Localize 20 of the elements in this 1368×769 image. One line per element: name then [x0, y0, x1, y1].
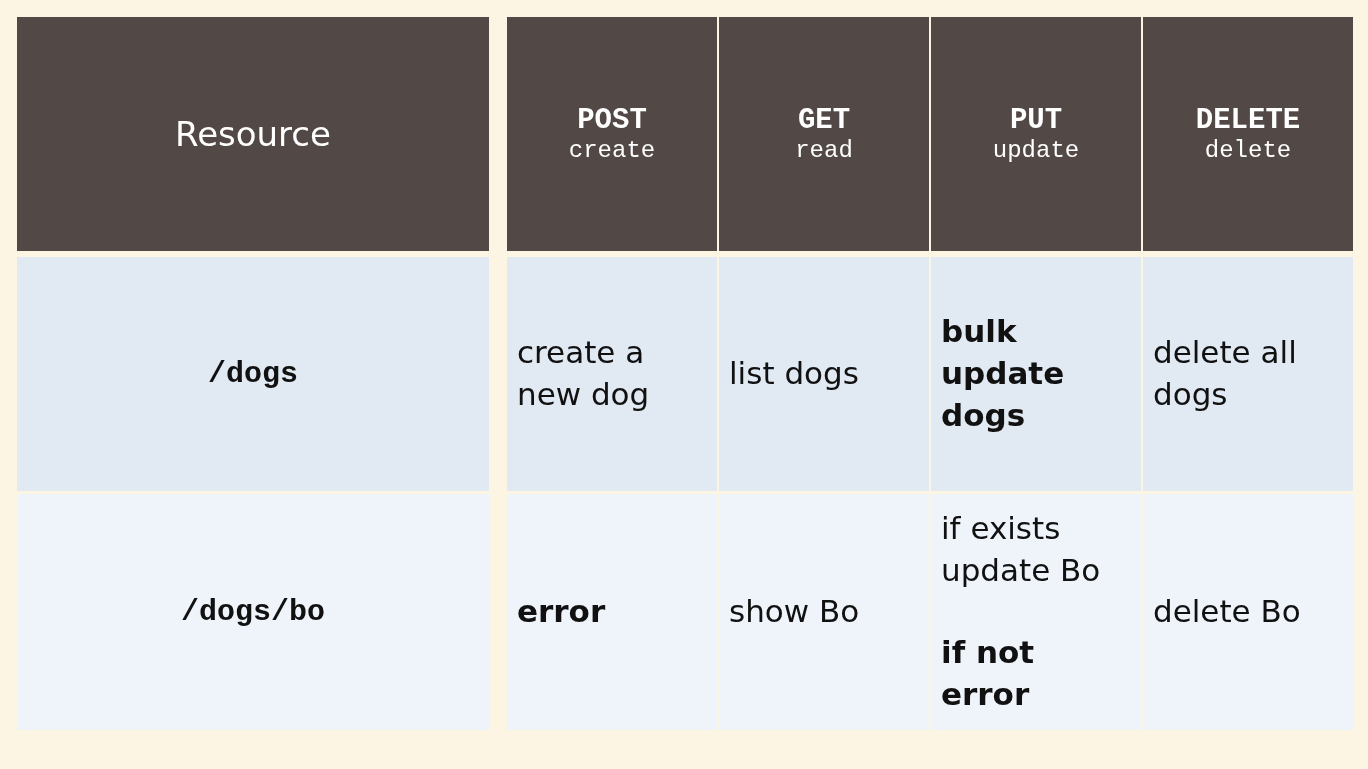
cell-text: error: [517, 592, 607, 632]
http-method: PUT: [1008, 104, 1064, 137]
operation-name: delete: [1203, 137, 1293, 164]
operation-name: read: [794, 137, 854, 164]
cell-text: list dogs: [729, 354, 860, 394]
cell-text: delete all dogs: [1153, 333, 1298, 414]
operation-name: create: [567, 137, 657, 164]
cell-text: show Bo: [729, 592, 861, 632]
cell-text: delete Bo: [1153, 592, 1302, 632]
http-method: DELETE: [1194, 104, 1302, 137]
resource-path: /dogs/bo: [180, 595, 326, 629]
resource-path: /dogs: [207, 357, 299, 391]
operation-name: update: [991, 137, 1081, 164]
http-method: GET: [796, 104, 852, 137]
cell-text: create a new dog: [517, 333, 651, 414]
http-method: POST: [576, 104, 648, 137]
cell-text: if exists update Bo: [941, 509, 1102, 591]
cell-text: bulk update dogs: [941, 312, 1066, 435]
column-heading: Resource: [174, 114, 332, 154]
cell-text: if not error: [941, 633, 1036, 714]
